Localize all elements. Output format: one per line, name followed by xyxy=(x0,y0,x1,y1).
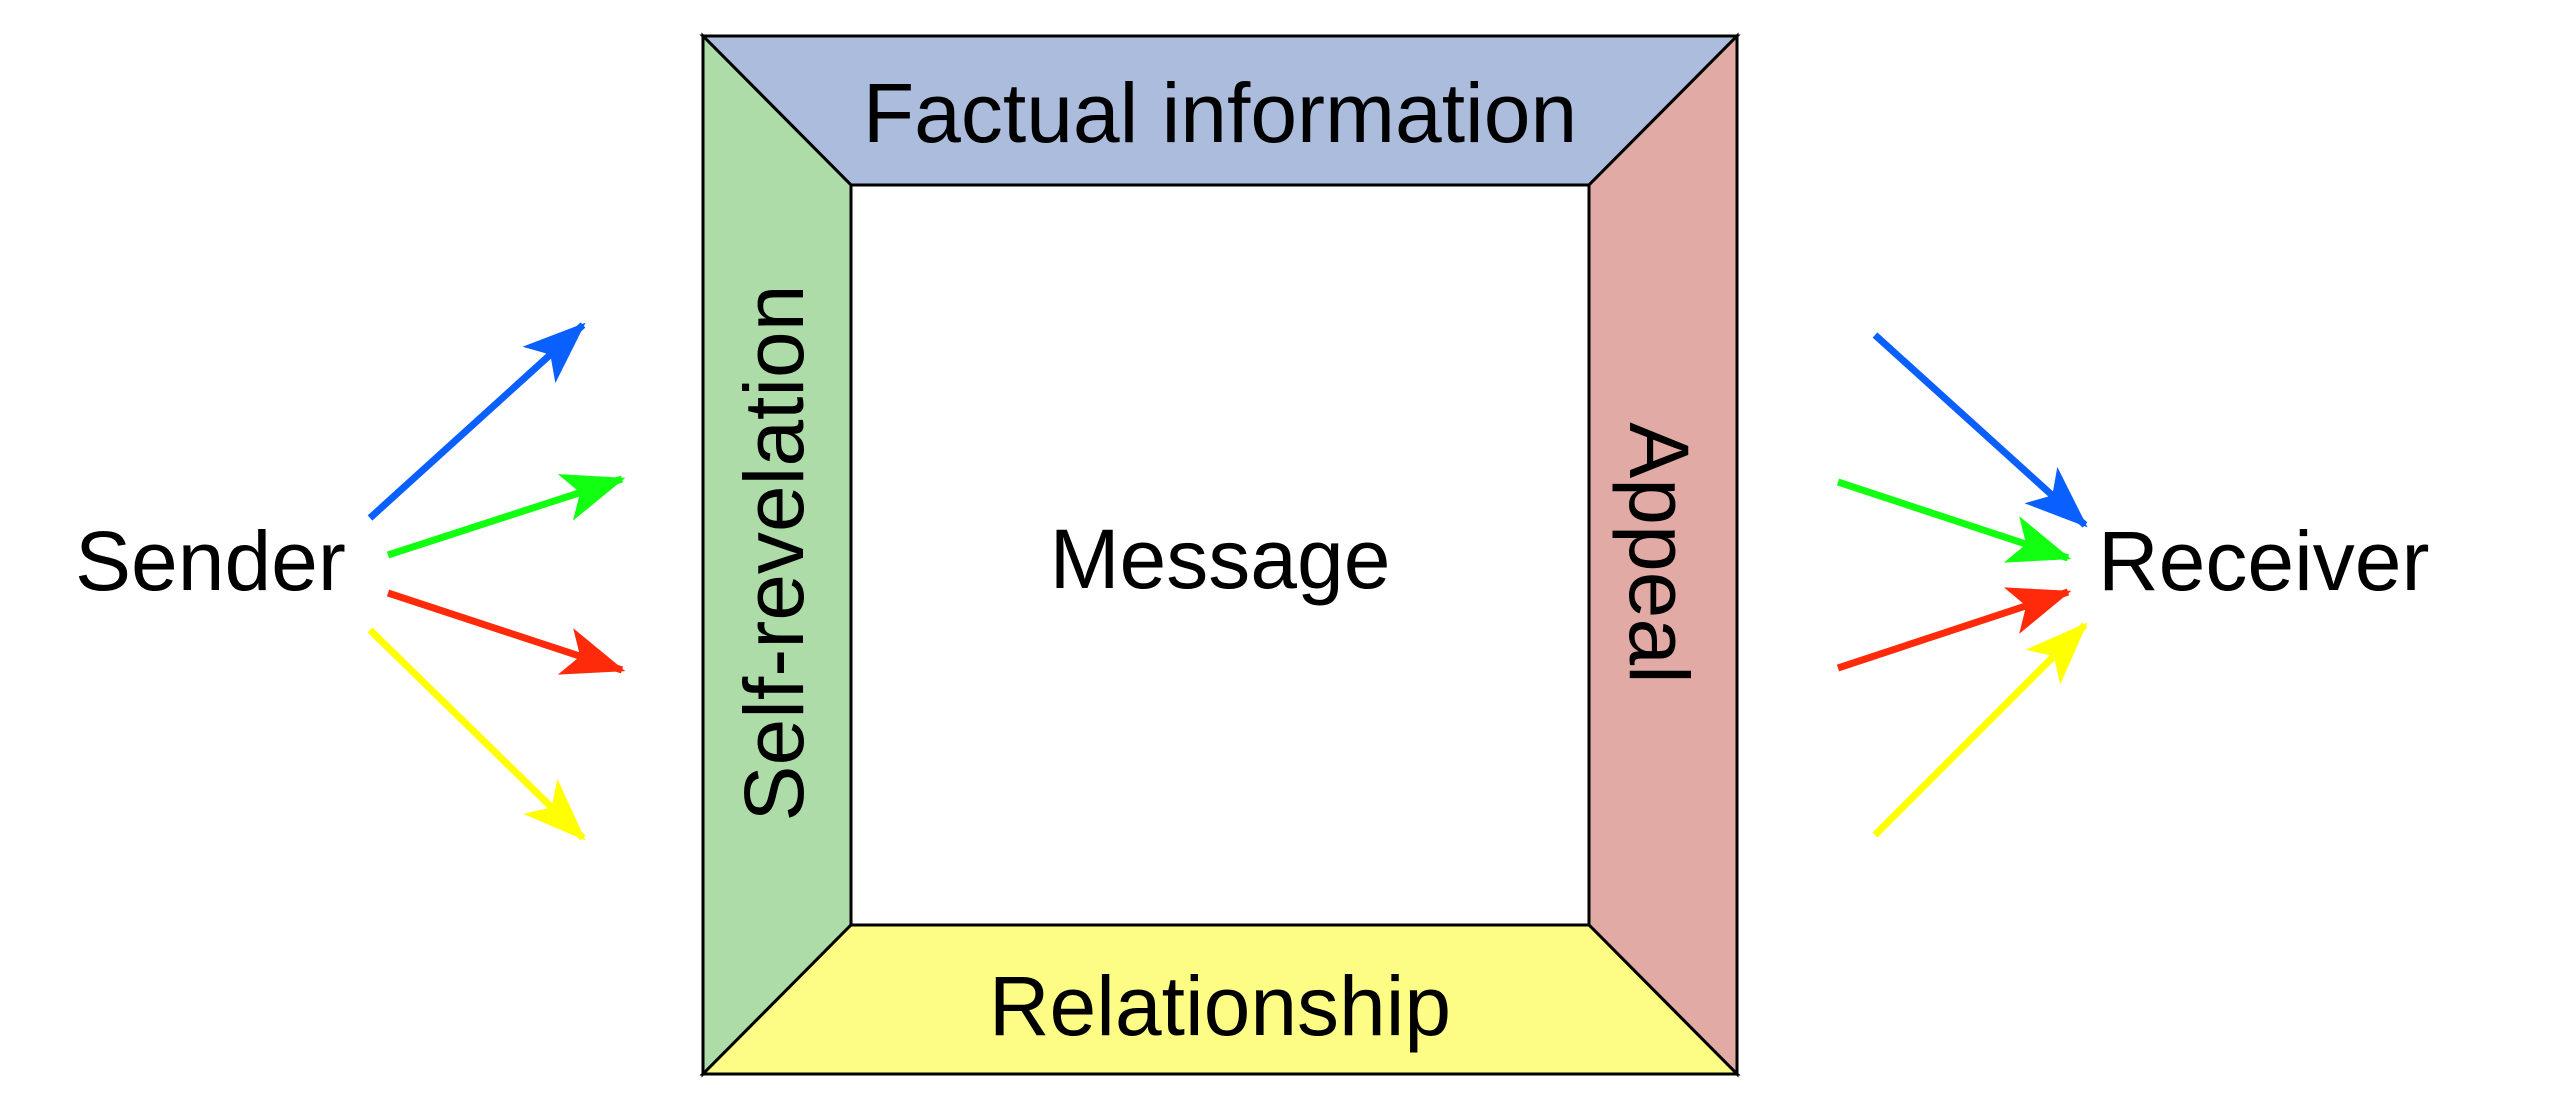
receiver-arrow-factual xyxy=(1872,332,2088,528)
self-revelation-label: Self-revelation xyxy=(727,285,821,822)
receiver-arrow-self-revelation xyxy=(1836,478,2072,563)
sender-arrow-relationship xyxy=(367,627,586,841)
sender-arrow-appeal xyxy=(386,589,626,675)
sender-arrows xyxy=(367,322,626,841)
receiver-arrow-appeal xyxy=(1836,587,2072,672)
relationship-label: Relationship xyxy=(989,959,1451,1053)
sender-label: Sender xyxy=(75,514,346,608)
message-center-box xyxy=(849,183,1591,927)
receiver-arrow-relationship xyxy=(1872,622,2088,838)
message-square xyxy=(699,32,1741,1078)
appeal-label: Appeal xyxy=(1612,422,1706,684)
sender-arrow-self-revelation xyxy=(386,474,626,559)
receiver-label: Receiver xyxy=(2098,514,2429,608)
factual-information-label: Factual information xyxy=(863,66,1577,160)
sender-arrow-factual xyxy=(367,322,586,521)
receiver-arrows xyxy=(1836,332,2088,838)
message-label: Message xyxy=(1050,512,1391,606)
